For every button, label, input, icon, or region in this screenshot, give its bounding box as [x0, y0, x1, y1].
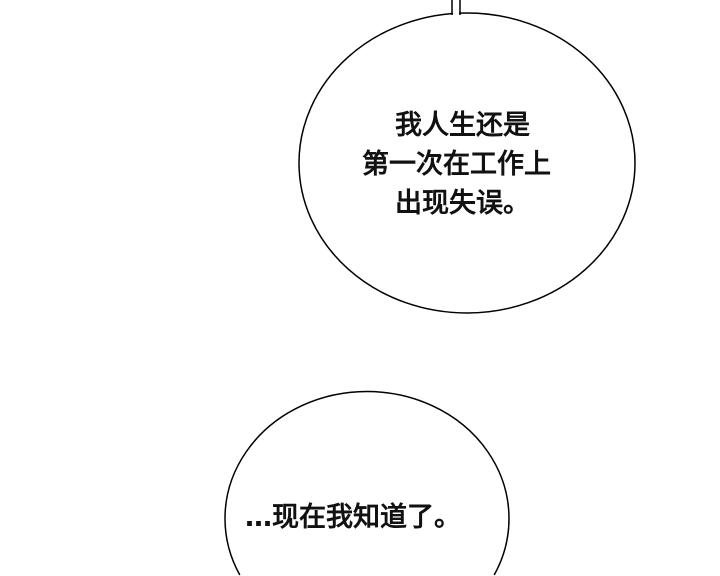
bubble-1-line-1: 我人生还是: [395, 110, 530, 141]
bubble-1-line-3: 出现失误。: [395, 188, 530, 219]
bubble-1-line-2: 第一次在工作上: [362, 149, 551, 180]
speech-bubble-tail: [451, 0, 461, 15]
speech-bubble-bottom: [224, 390, 510, 576]
speech-bubble-top: [298, 0, 636, 314]
bubble-2-line-1: …现在我知道了。: [245, 502, 461, 533]
